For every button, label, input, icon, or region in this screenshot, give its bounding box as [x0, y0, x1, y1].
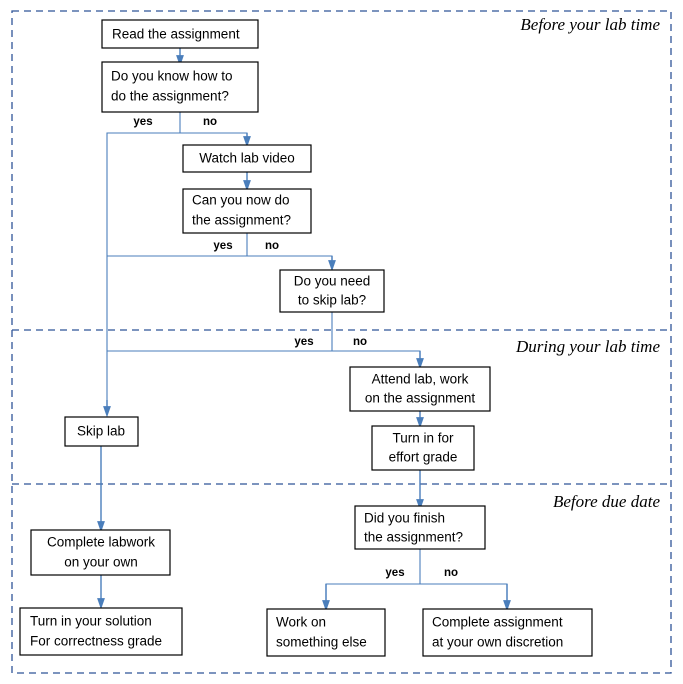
node-can-now-do[interactable]: Can you now do the assignment? [182, 188, 312, 234]
node-attend-lab[interactable]: Attend lab, work on the assignment [349, 366, 491, 412]
node-complete-discretion[interactable]: Complete assignment at your own discreti… [422, 608, 593, 657]
node-attend-lab-line1: Attend lab, work [372, 372, 469, 387]
node-complete-discretion-line2: at your own discretion [432, 635, 563, 650]
node-work-other[interactable]: Work on something else [266, 608, 386, 657]
node-know-how-line1: Do you know how to [111, 69, 233, 84]
band-title-during-lab: During your lab time [515, 337, 660, 356]
node-skip-lab[interactable]: Skip lab [64, 416, 139, 447]
node-turn-in-solution-line2: For correctness grade [30, 634, 162, 649]
edge-label-knowhow-no: no [203, 116, 217, 128]
node-know-how-line2: do the assignment? [111, 89, 229, 104]
edge-didfinish-no-path [420, 583, 508, 600]
node-turn-in-effort[interactable]: Turn in for effort grade [371, 425, 475, 471]
node-complete-labwork-line1: Complete labwork [47, 535, 155, 550]
band-outer-frame [11, 10, 672, 674]
node-attend-lab-line2: on the assignment [365, 391, 476, 406]
node-did-finish-line2: the assignment? [364, 530, 463, 545]
edge-knowhow-no-path [180, 132, 248, 139]
node-skip-lab-label: Skip lab [77, 424, 125, 439]
node-did-finish[interactable]: Did you finish the assignment? [354, 505, 486, 550]
node-work-other-line1: Work on [276, 615, 326, 630]
node-need-skip-line1: Do you need [294, 274, 371, 289]
node-work-other-line2: something else [276, 635, 367, 650]
node-turn-in-solution[interactable]: Turn in your solution For correctness gr… [19, 607, 183, 656]
edge-knowhow-yes-path [106, 132, 180, 411]
node-watch-video[interactable]: Watch lab video [182, 144, 312, 173]
edge-label-knowhow-yes: yes [133, 116, 152, 128]
edge-cando-no-path [247, 255, 333, 262]
node-need-skip-line2: to skip lab? [298, 293, 366, 308]
band-title-before-due: Before due date [553, 492, 660, 511]
node-can-now-do-line1: Can you now do [192, 193, 290, 208]
node-turn-in-solution-line1: Turn in your solution [30, 614, 152, 629]
edge-label-cando-yes: yes [213, 240, 232, 252]
node-turn-in-effort-line1: Turn in for [392, 431, 454, 446]
node-read-assignment-label: Read the assignment [112, 27, 240, 42]
edge-needskip-no-path [332, 350, 421, 358]
edge-label-didfinish-no: no [444, 567, 458, 579]
node-know-how[interactable]: Do you know how to do the assignment? [101, 61, 259, 113]
node-did-finish-line1: Did you finish [364, 511, 445, 526]
node-complete-labwork-line2: on your own [64, 555, 138, 570]
node-read-assignment[interactable]: Read the assignment [101, 19, 259, 49]
edge-label-didfinish-yes: yes [385, 567, 404, 579]
node-watch-video-label: Watch lab video [199, 151, 295, 166]
edge-label-needskip-yes: yes [294, 336, 313, 348]
node-need-skip[interactable]: Do you need to skip lab? [279, 269, 385, 313]
edge-label-needskip-no: no [353, 336, 367, 348]
edge-didfinish-yes-path [325, 583, 420, 600]
node-can-now-do-line2: the assignment? [192, 213, 291, 228]
edge-label-cando-no: no [265, 240, 279, 252]
node-complete-labwork[interactable]: Complete labwork on your own [30, 529, 171, 576]
node-turn-in-effort-line2: effort grade [389, 450, 458, 465]
band-title-before-lab: Before your lab time [520, 15, 660, 34]
node-complete-discretion-line1: Complete assignment [432, 615, 563, 630]
